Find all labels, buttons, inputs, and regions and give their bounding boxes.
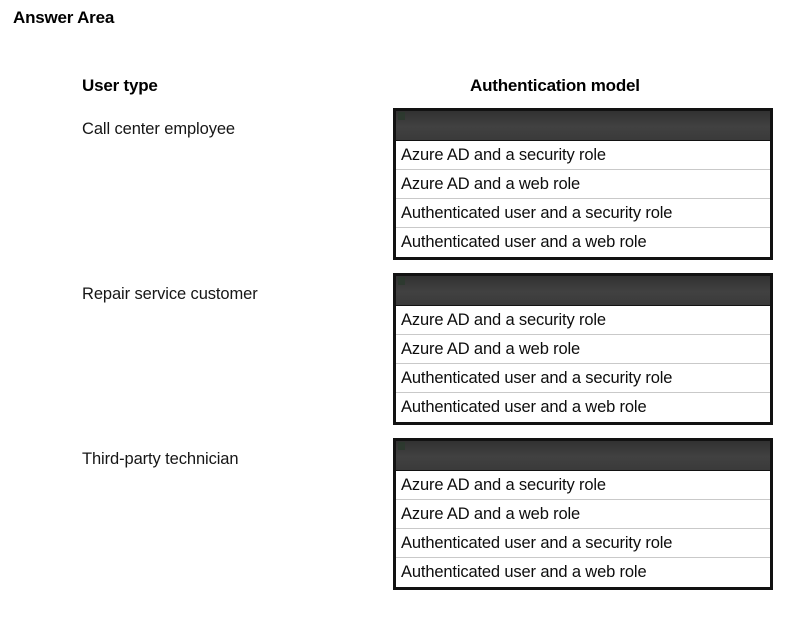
answer-row: Call center employee Azure AD and a secu… [0,108,811,268]
dropdown-option[interactable]: Azure AD and a web role [396,500,770,529]
dropdown-option[interactable]: Authenticated user and a security role [396,364,770,393]
column-header-authentication-model: Authentication model [470,76,640,95]
dropdown-option[interactable]: Authenticated user and a web role [396,558,770,587]
user-type-label: Third-party technician [82,450,239,468]
dropdown-option[interactable]: Authenticated user and a security role [396,529,770,558]
user-type-label: Repair service customer [82,285,258,303]
dropdown-option[interactable]: Authenticated user and a security role [396,199,770,228]
dropdown-option[interactable]: Azure AD and a web role [396,335,770,364]
authentication-model-dropdown[interactable]: Azure AD and a security role Azure AD an… [393,273,773,425]
dropdown-option[interactable]: Azure AD and a web role [396,170,770,199]
dropdown-option[interactable]: Authenticated user and a web role [396,393,770,422]
dropdown-selected-value[interactable] [396,111,770,141]
answer-row: Third-party technician Azure AD and a se… [0,438,811,598]
dropdown-option[interactable]: Authenticated user and a web role [396,228,770,257]
dropdown-selected-value[interactable] [396,441,770,471]
dropdown-option[interactable]: Azure AD and a security role [396,141,770,170]
user-type-label: Call center employee [82,120,235,138]
authentication-model-dropdown[interactable]: Azure AD and a security role Azure AD an… [393,108,773,260]
column-header-user-type: User type [82,76,158,95]
page-title: Answer Area [13,8,115,27]
answer-row: Repair service customer Azure AD and a s… [0,273,811,433]
dropdown-option[interactable]: Azure AD and a security role [396,306,770,335]
dropdown-selected-value[interactable] [396,276,770,306]
dropdown-option[interactable]: Azure AD and a security role [396,471,770,500]
authentication-model-dropdown[interactable]: Azure AD and a security role Azure AD an… [393,438,773,590]
